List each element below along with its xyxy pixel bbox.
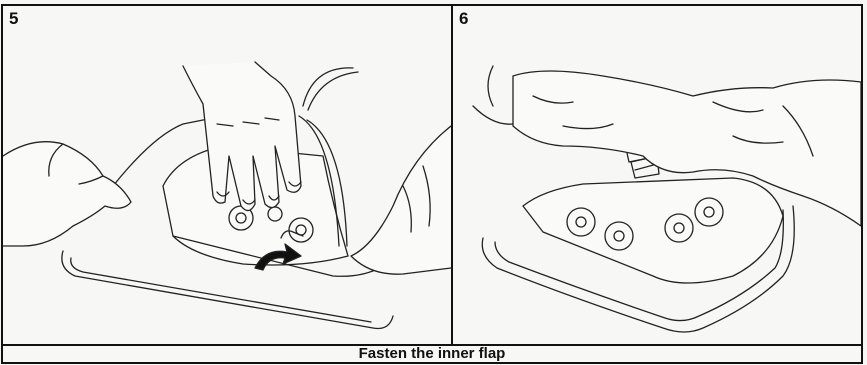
step-number: 5 [9, 9, 18, 29]
illustration-step-6 [453, 6, 861, 344]
snap-3 [665, 214, 693, 242]
right-sleeve [351, 126, 451, 274]
left-hand [3, 142, 131, 246]
step-panel-5: 5 [3, 6, 451, 344]
arm-left-edge [473, 66, 513, 124]
snap-3 [268, 207, 282, 221]
inner-flap [523, 178, 783, 283]
caption: Fasten the inner flap [3, 346, 861, 362]
snap-1 [567, 208, 595, 236]
step-number: 6 [459, 9, 468, 29]
illustration-step-5 [3, 6, 451, 344]
snap-2 [289, 218, 313, 242]
step-panel-6: 6 [453, 6, 861, 344]
snap-2 [605, 222, 633, 250]
instruction-frame: 5 [1, 4, 863, 364]
pad-inner-outline [71, 258, 371, 322]
snap-4 [695, 198, 723, 226]
